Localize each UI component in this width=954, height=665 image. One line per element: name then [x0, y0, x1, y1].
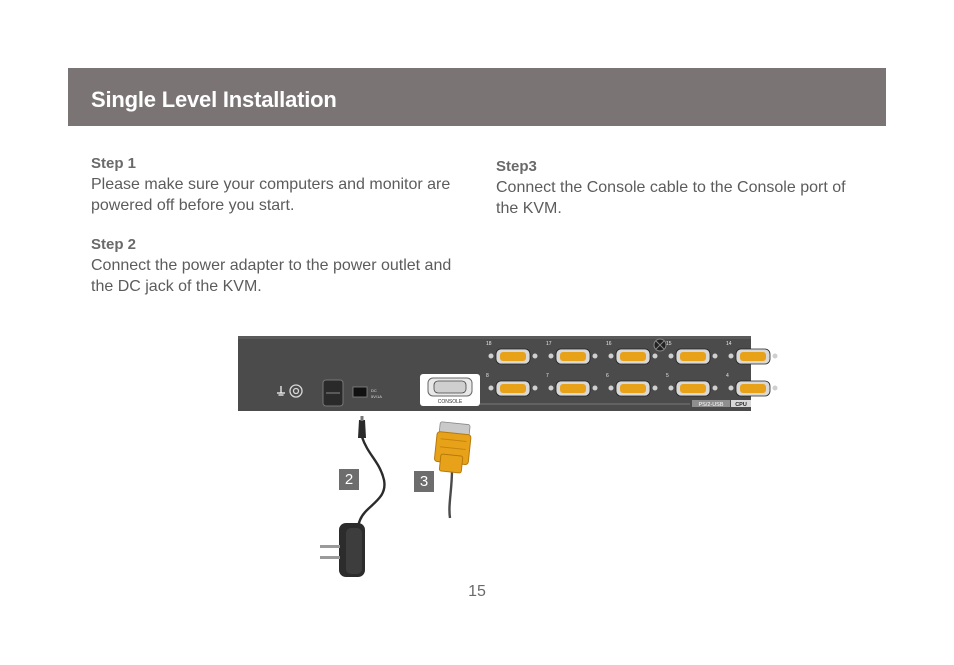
ground-icon [277, 386, 285, 396]
step-1-body: Please make sure your computers and moni… [91, 176, 451, 214]
dc-label-2: 5V/1A [371, 394, 382, 399]
port-label-8: 8 [486, 373, 489, 379]
dc-label-1: DC [371, 388, 377, 393]
vga-port-8: 8 [486, 373, 538, 397]
step-3: Step3 Connect the Console cable to the C… [496, 156, 866, 219]
step-2-body: Connect the power adapter to the power o… [91, 257, 452, 295]
vga-port-14: 14 [726, 341, 778, 365]
section-title: Single Level Installation [91, 87, 337, 112]
port-label-7: 7 [546, 373, 549, 379]
step-2-title: Step 2 [91, 236, 137, 253]
vga-port-6: 6 [606, 373, 658, 397]
dc-jack-icon [289, 384, 303, 398]
step-1: Step 1 Please make sure your computers a… [91, 153, 471, 216]
dc-plug [358, 420, 366, 438]
cpu-label-box [731, 400, 751, 407]
vga-port-7: 7 [546, 373, 598, 397]
port-label-18: 18 [486, 341, 492, 347]
ps2-usb-label-box [692, 400, 730, 407]
cpu-ports-bottom-row: 8 7 6 5 4 [486, 373, 778, 397]
step-3-title: Step3 [496, 158, 537, 175]
step-1-title: Step 1 [91, 155, 137, 172]
vga-port-17: 17 [546, 341, 598, 365]
vga-port-4: 4 [726, 373, 778, 397]
section-header: Single Level Installation [68, 68, 886, 126]
vga-port-15: 15 [666, 341, 718, 365]
port-label-14: 14 [726, 341, 732, 347]
port-label-6: 6 [606, 373, 609, 379]
vga-port-18: 18 [486, 341, 538, 365]
console-port [433, 380, 467, 394]
vga-port-5: 5 [666, 373, 718, 397]
console-label: CONSOLE [438, 399, 463, 405]
callout-step-2: 2 [339, 469, 359, 490]
step-2: Step 2 Connect the power adapter to the … [91, 234, 471, 297]
page-number: 15 [468, 583, 486, 600]
port-label-5: 5 [666, 373, 669, 379]
kvm-rear-panel [238, 336, 751, 411]
port-label-15: 15 [666, 341, 672, 347]
port-label-17: 17 [546, 341, 552, 347]
port-label-16: 16 [606, 341, 612, 347]
callout-step-3: 3 [414, 471, 434, 492]
power-adapter [320, 523, 365, 577]
step-3-body: Connect the Console cable to the Console… [496, 179, 846, 217]
console-cable [448, 469, 454, 519]
dc-socket [352, 386, 368, 398]
ps2-usb-label: PS/2-USB [698, 402, 723, 408]
port-label-4: 4 [726, 373, 729, 379]
vga-connector [434, 421, 472, 474]
cpu-label: CPU [735, 402, 747, 408]
vga-port-16: 16 [606, 341, 658, 365]
cpu-ports-top-row: 18 17 16 15 14 [486, 341, 778, 365]
